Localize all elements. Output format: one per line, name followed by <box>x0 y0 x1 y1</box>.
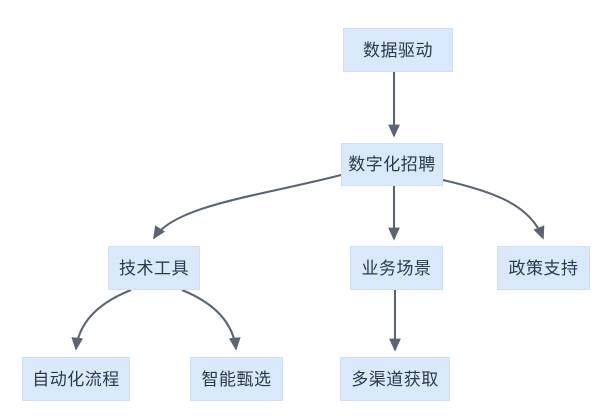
node-jishu-gongju[interactable]: 技术工具 <box>108 246 200 290</box>
node-shuju-qudong[interactable]: 数据驱动 <box>343 28 453 72</box>
node-duoqudao-huoqu[interactable]: 多渠道获取 <box>340 357 450 401</box>
edge-jishu-gongju-to-zhineng-zhenxuan <box>181 289 241 351</box>
node-yewu-changjing[interactable]: 业务场景 <box>350 246 443 290</box>
edge-jishu-gongju-to-zidonghua-liucheng <box>71 289 132 351</box>
node-label: 技术工具 <box>119 258 189 278</box>
node-label: 智能甄选 <box>201 369 272 389</box>
node-zhengce-zhichi[interactable]: 政策支持 <box>497 246 590 290</box>
node-label: 业务场景 <box>361 258 432 278</box>
node-label: 自动化流程 <box>32 369 120 389</box>
node-label: 政策支持 <box>508 258 579 278</box>
edge-shuzihua-zhaopin-to-zhengce-zhichi <box>442 178 545 240</box>
node-label: 数据驱动 <box>363 40 433 60</box>
node-label: 多渠道获取 <box>351 369 439 389</box>
node-zhineng-zhenxuan[interactable]: 智能甄选 <box>190 357 283 401</box>
node-zidonghua-liucheng[interactable]: 自动化流程 <box>22 357 130 401</box>
edge-shuzihua-zhaopin-to-jishu-gongju <box>153 173 342 240</box>
node-label: 数字化招聘 <box>348 155 436 174</box>
node-shuzihua-zhaopin[interactable]: 数字化招聘 <box>341 143 443 186</box>
